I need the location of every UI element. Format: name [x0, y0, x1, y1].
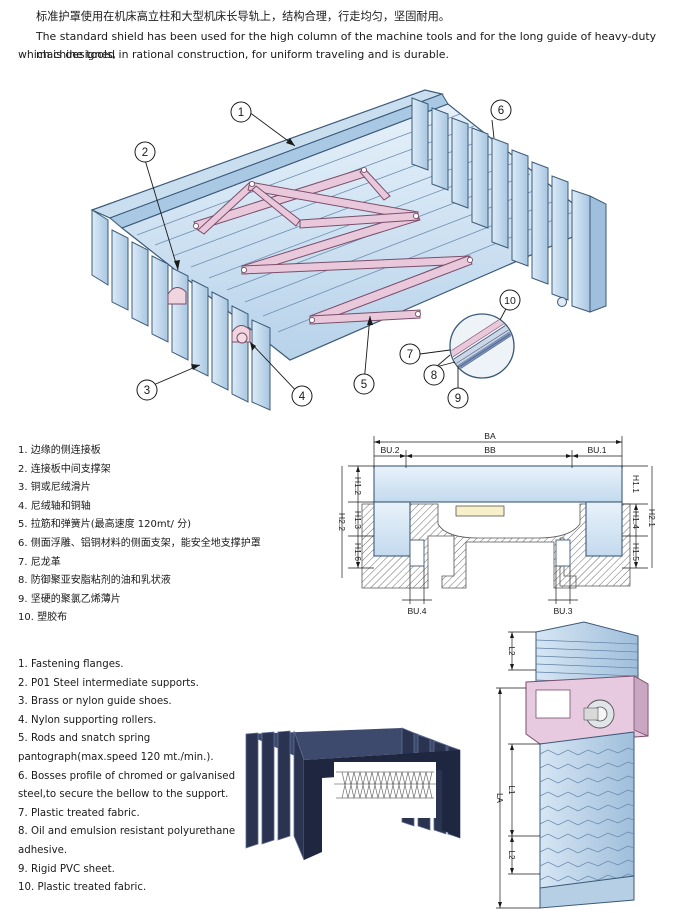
shield-exploded-diagram: 1 2 3 4 5 6 7 8 9 10 [90, 89, 607, 411]
callout-10-label: 10 [504, 295, 516, 307]
dim-H1-4: H1.4 [631, 511, 641, 529]
parts-list-zh: 1. 边缘的侧连接板 2. 连接板中间支撑架 3. 铜或尼绒滑片 4. 尼绒轴和… [18, 442, 261, 628]
dim-BU3: BU.3 [553, 606, 572, 616]
dim-H1-6: H1.6 [353, 543, 363, 561]
callout-9 [447, 387, 469, 409]
callout-1-label: 1 [238, 107, 244, 119]
list-item: 5. 拉筋和弹簧片(最高速度 120mt/ 分) [18, 519, 191, 531]
dim-L2-bottom: L2 [507, 851, 516, 860]
dim-H2-1: H2.1 [647, 509, 657, 527]
list-item: adhesive. [18, 844, 68, 856]
list-item: 10. Plastic treated fabric. [18, 882, 147, 894]
intro-zh: 标准护罩使用在机床高立柱和大型机床长导轨上，结构合理，行走均匀，坚固耐用。 [36, 10, 450, 23]
intro-en-line2: which is designed in rational constructi… [18, 48, 449, 61]
list-item: 1. Fastening flanges. [18, 659, 124, 670]
callout-2-label: 2 [142, 147, 148, 159]
list-item: 6. Bosses profile of chromed or galvanis… [18, 770, 236, 782]
callout-5 [353, 373, 375, 395]
callout-4 [291, 385, 313, 407]
dim-H2-2: H2.2 [337, 513, 347, 531]
callout-10 [499, 289, 521, 311]
callout-6-label: 6 [498, 105, 504, 117]
callout-8-label: 8 [431, 370, 437, 382]
cross-section-dimension-drawing: BA BU.2 BB BU.1 BU.4 BU.3 H1.2 H1.3 H1.6… [337, 431, 657, 616]
callout-4-label: 4 [299, 391, 306, 403]
list-item: steel,to secure the bellow to the suppor… [18, 789, 229, 801]
dim-BB: BB [484, 445, 496, 455]
callout-7-label: 7 [407, 349, 413, 361]
callout-6 [490, 99, 512, 121]
callout-8 [423, 364, 445, 386]
dim-BU1: BU.1 [587, 445, 606, 455]
list-item: 7. 尼龙革 [18, 556, 61, 568]
list-item: 1. 边缘的侧连接板 [18, 445, 101, 456]
list-item: 8. 防御聚亚安脂粘剂的油和乳状液 [18, 575, 171, 587]
list-item: 8. Oil and emulsion resistant polyuretha… [18, 826, 236, 838]
callout-7 [399, 343, 421, 365]
callout-3-label: 3 [144, 385, 150, 397]
installed-shield-photo [245, 727, 461, 861]
list-item: 9. Rigid PVC sheet. [18, 863, 115, 875]
list-item: 10. 塑胶布 [18, 612, 68, 624]
list-item: pantograph(max.speed 120 mt./min.). [18, 751, 214, 763]
dim-BU4: BU.4 [407, 606, 426, 616]
callout-5-label: 5 [361, 379, 367, 391]
list-item: 5. Rods and snatch spring [18, 733, 151, 745]
dim-H1-5: H1.5 [631, 543, 641, 561]
nylon-roller [236, 332, 248, 344]
callout-1 [230, 101, 252, 123]
dim-BU2: BU.2 [380, 445, 399, 455]
dim-LA: LA [495, 793, 504, 803]
list-item: 2. 连接板中间支撑架 [18, 463, 111, 475]
dim-L2-top: L2 [507, 647, 516, 656]
list-item: 2. P01 Steel intermediate supports. [18, 677, 199, 689]
material-detail-magnifier [449, 313, 515, 379]
vertical-bellow-drawing: L2 LA L1 L2 [495, 621, 649, 909]
intro-en-line1: The standard shield has been used for th… [36, 30, 657, 61]
list-item: 4. Nylon supporting rollers. [18, 714, 157, 726]
list-item: 6. 侧面浮雕、铝铜材料的侧面支架，能安全地支撑护罩 [18, 537, 261, 549]
dim-H1-2: H1.2 [353, 477, 363, 495]
pantograph [193, 167, 473, 325]
list-item: 9. 坚硬的聚氯乙烯薄片 [18, 593, 121, 605]
list-item: 3. 铜或尼绒滑片 [18, 482, 91, 494]
right-side-pleats [411, 97, 591, 313]
list-item: 7. Plastic treated fabric. [18, 807, 140, 819]
dim-H1-3: H1.3 [353, 511, 363, 529]
dim-L1: L1 [507, 786, 516, 795]
list-item: 4. 尼绒轴和铜轴 [18, 500, 91, 512]
parts-list-en: 1. Fastening flanges. 2. P01 Steel inter… [18, 656, 235, 898]
callout-2 [134, 141, 156, 163]
front-pleats [91, 209, 271, 411]
dim-BA: BA [484, 431, 496, 441]
list-item: 3. Brass or nylon guide shoes. [18, 696, 172, 708]
callout-3 [136, 379, 158, 401]
callout-9-label: 9 [455, 393, 461, 405]
dim-H1-1: H1.1 [631, 475, 641, 493]
